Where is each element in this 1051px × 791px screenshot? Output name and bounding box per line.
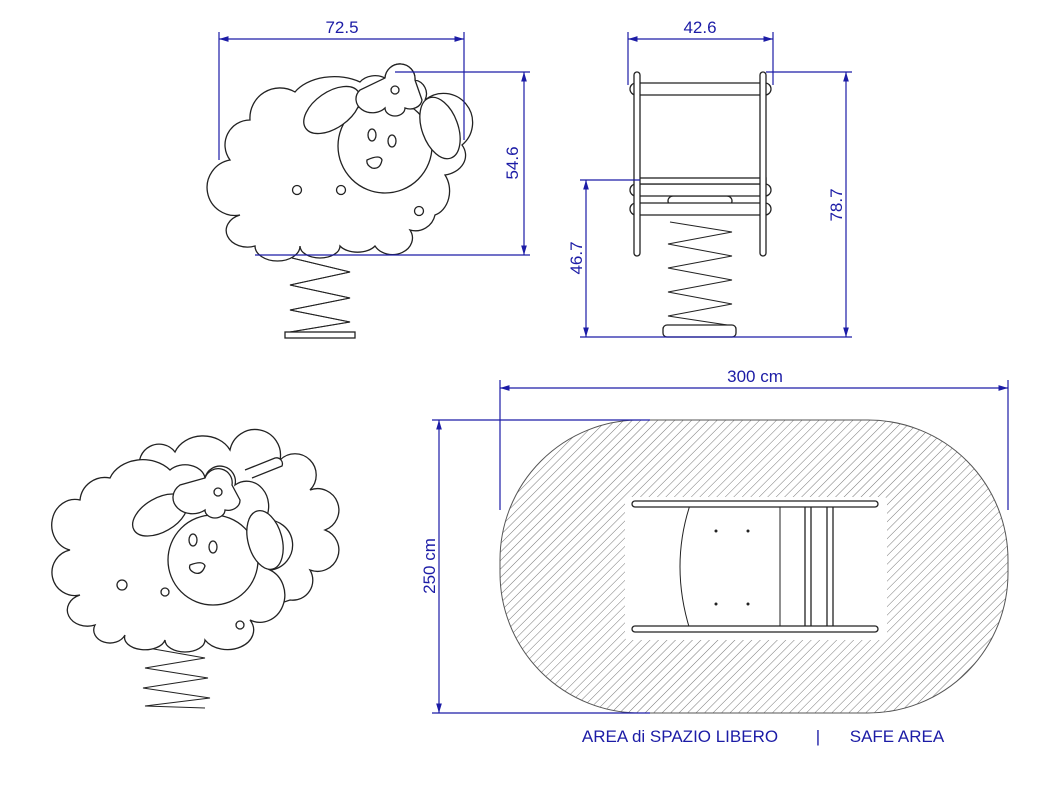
spring: [284, 257, 356, 339]
dim-width-front: 42.6: [683, 18, 716, 37]
caption-italian: AREA di SPAZIO LIBERO: [582, 727, 778, 746]
sheep-head-tuft: [355, 63, 423, 117]
caption-english: SAFE AREA: [850, 727, 945, 746]
dim-width-side: 72.5: [325, 18, 358, 37]
side-panel-left: [633, 71, 641, 257]
caption-separator: |: [816, 727, 820, 746]
eye-icon: [367, 128, 377, 142]
perspective-view: [51, 428, 340, 709]
dim-seat-height: 46.7: [567, 241, 586, 274]
dim-total-height: 78.7: [827, 188, 846, 221]
plan-view: [499, 419, 1009, 714]
eye-icon: [387, 134, 397, 148]
dim-length-plan: 300 cm: [727, 367, 783, 386]
dim-width-plan: 250 cm: [420, 538, 439, 594]
side-panel-right: [759, 71, 767, 257]
plan-dimensions: 300 cm 250 cm AREA di SPAZIO LIBERO | SA…: [420, 367, 1009, 746]
sheep-ear-right: [419, 96, 461, 160]
front-dimensions: 42.6 78.7 46.7: [567, 18, 852, 338]
side-view: [206, 63, 474, 339]
nose-icon: [366, 156, 383, 169]
side-dimensions: 72.5 54.6: [218, 18, 530, 256]
dim-height-side: 54.6: [503, 146, 522, 179]
front-view: [629, 71, 772, 338]
